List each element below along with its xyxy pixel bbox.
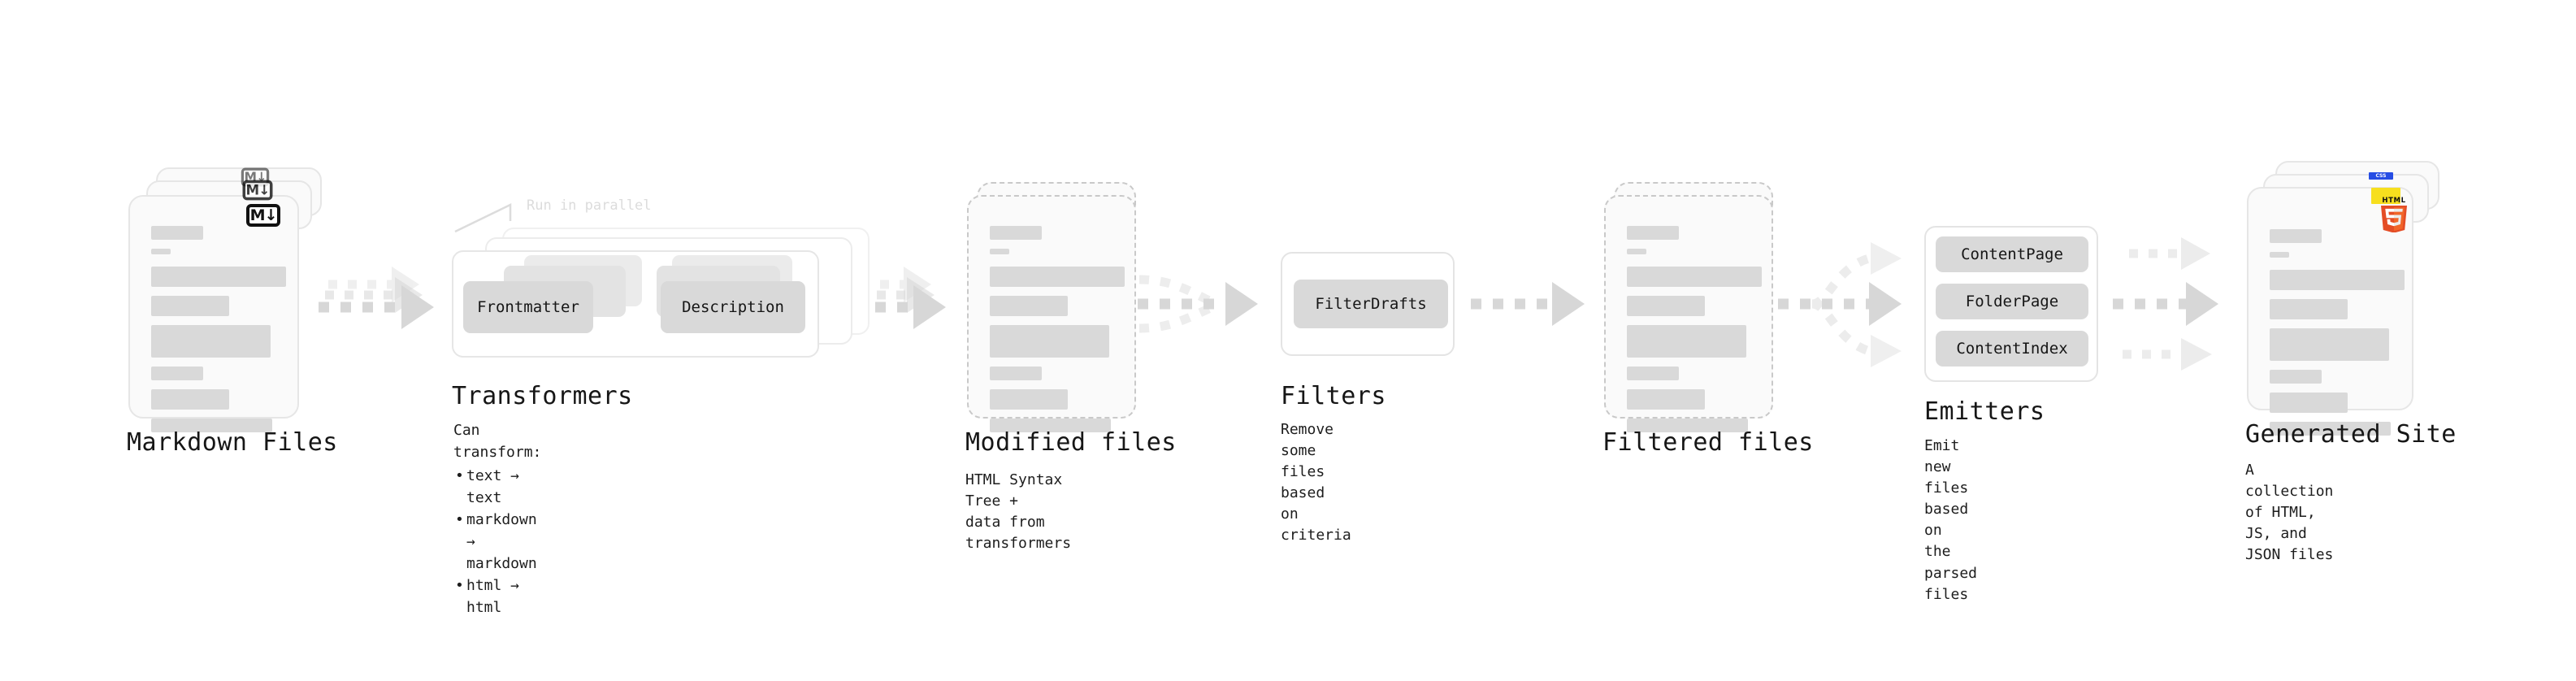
css3-badge: CSS (2369, 172, 2393, 180)
transformers-list-item: html → html (453, 575, 541, 618)
modified-skeleton-lines (990, 226, 1125, 441)
generated-site-description: A collection of HTML, JS, and JSON files (2245, 462, 2334, 564)
connector-filtered-to-emitters (1778, 242, 1902, 367)
html5-badge-icon: HTML (2381, 197, 2407, 233)
svg-text:HTML: HTML (2382, 197, 2405, 205)
html5-badge: HTML (2378, 195, 2410, 233)
emitters-description: Emit new files based on the parsed files (1924, 437, 1978, 603)
modified-files-description: HTML Syntax Tree + data from transformer… (965, 471, 1072, 553)
emitters-pill-folderpage[interactable]: FolderPage (1936, 284, 2088, 319)
filtered-card-front (1604, 195, 1773, 432)
emitters-pill-contentpage[interactable]: ContentPage (1936, 236, 2088, 272)
connector-md-to-transformers (319, 267, 434, 329)
transformer-pill-description[interactable]: Description (661, 281, 805, 333)
run-in-parallel-leader (454, 203, 512, 233)
transformers-capability-list: Can transform: text → text markdown → ma… (453, 419, 541, 618)
javascript-badge (2371, 188, 2400, 204)
generated-site-title: Generated Site (2245, 420, 2457, 449)
filtered-skeleton-lines (1627, 226, 1762, 441)
run-in-parallel-label: Run in parallel (527, 197, 652, 214)
modified-files-title: Modified files (965, 428, 1177, 457)
emitters-title: Emitters (1924, 397, 2045, 426)
connector-filters-to-filtered (1471, 282, 1585, 326)
site-skeleton-lines (2270, 229, 2405, 445)
markdown-skeleton-lines (151, 226, 286, 441)
transformers-list-lead: Can transform: (453, 422, 542, 461)
modified-card-front (967, 195, 1136, 432)
filters-description: Remove some files based on criteria (1281, 421, 1351, 544)
connector-emitters-to-site (2113, 237, 2218, 371)
transformers-title: Transformers (452, 382, 633, 410)
transformers-list-item: text → text (453, 465, 541, 509)
markdown-card-front (128, 195, 299, 432)
emitters-pill-contentindex[interactable]: ContentIndex (1936, 331, 2088, 367)
markdown-files-title: Markdown Files (127, 428, 338, 457)
connector-modified-to-filters (1138, 275, 1258, 333)
markdown-badge-back-1: M↓ (242, 180, 273, 201)
filters-title: Filters (1281, 382, 1386, 410)
transformers-list-item: markdown → markdown (453, 509, 541, 575)
transformer-pill-frontmatter[interactable]: Frontmatter (463, 281, 593, 333)
filters-pill-filterdrafts[interactable]: FilterDrafts (1294, 280, 1448, 328)
filtered-files-title: Filtered files (1602, 428, 1814, 457)
markdown-badge: M↓ (246, 204, 280, 227)
